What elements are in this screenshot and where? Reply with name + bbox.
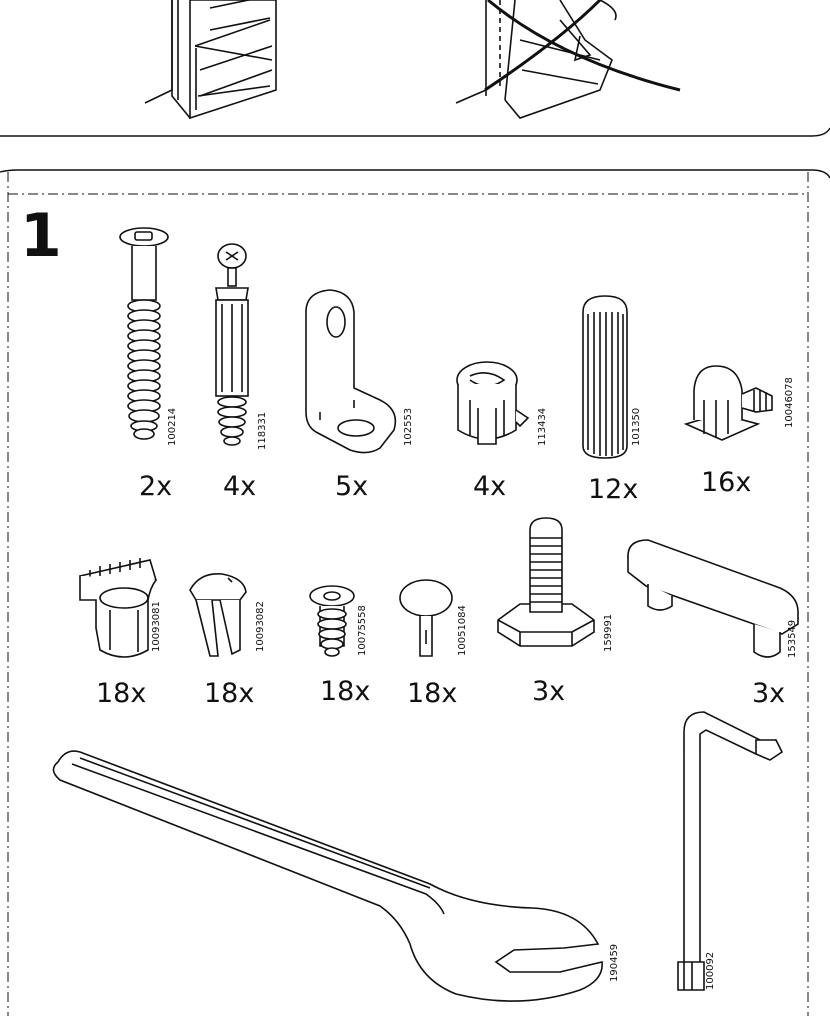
part-quantity: 12x [588,474,639,505]
screw-icon [119,227,169,440]
insert-icon [189,573,247,657]
part-number: 118331 [257,411,268,450]
part-quantity: 4x [473,471,507,502]
part-quantity: 3x [532,676,566,707]
handle-icon [627,539,799,658]
part-number: 10093081 [151,601,162,652]
dowel-icon [582,295,628,459]
clip-icon [78,558,158,658]
cross-out-mark [484,0,681,92]
part-number: 10051084 [457,605,468,656]
cam-lock-icon [456,361,530,445]
part-quantity: 18x [407,678,458,709]
part-quantity: 3x [752,678,786,709]
adjustable-foot-icon [497,517,595,647]
part-number: 100214 [167,407,178,446]
part-number: 159991 [603,613,614,652]
incorrect-tipping-illustration [455,0,617,119]
pin-icon [399,579,453,657]
part-quantity: 5x [335,471,369,502]
part-quantity: 16x [701,467,752,498]
part-number: 113434 [537,407,548,446]
hex-key-icon [677,711,784,991]
part-number: 102553 [403,407,414,446]
top-illustration-panel [0,0,830,179]
part-quantity: 4x [223,471,257,502]
plastic-screw-icon [309,585,355,657]
part-number: 10093082 [255,601,266,652]
cam-bolt-icon [215,243,249,446]
part-quantity: 18x [320,676,371,707]
correct-shelf-illustration [144,0,277,120]
part-quantity: 18x [204,678,255,709]
part-number: 10046078 [784,377,795,428]
step-number: 1 [20,201,62,271]
part-number: 101350 [631,407,642,446]
wrench-icon [52,750,603,1002]
part-number: 190459 [609,943,620,982]
part-quantity: 2x [139,471,173,502]
bracket-icon [305,289,397,454]
part-number: 100092 [705,951,716,990]
part-quantity: 18x [96,678,147,709]
part-number: 10075558 [357,605,368,656]
part-number: 153549 [787,619,798,658]
connector-icon [683,365,773,441]
